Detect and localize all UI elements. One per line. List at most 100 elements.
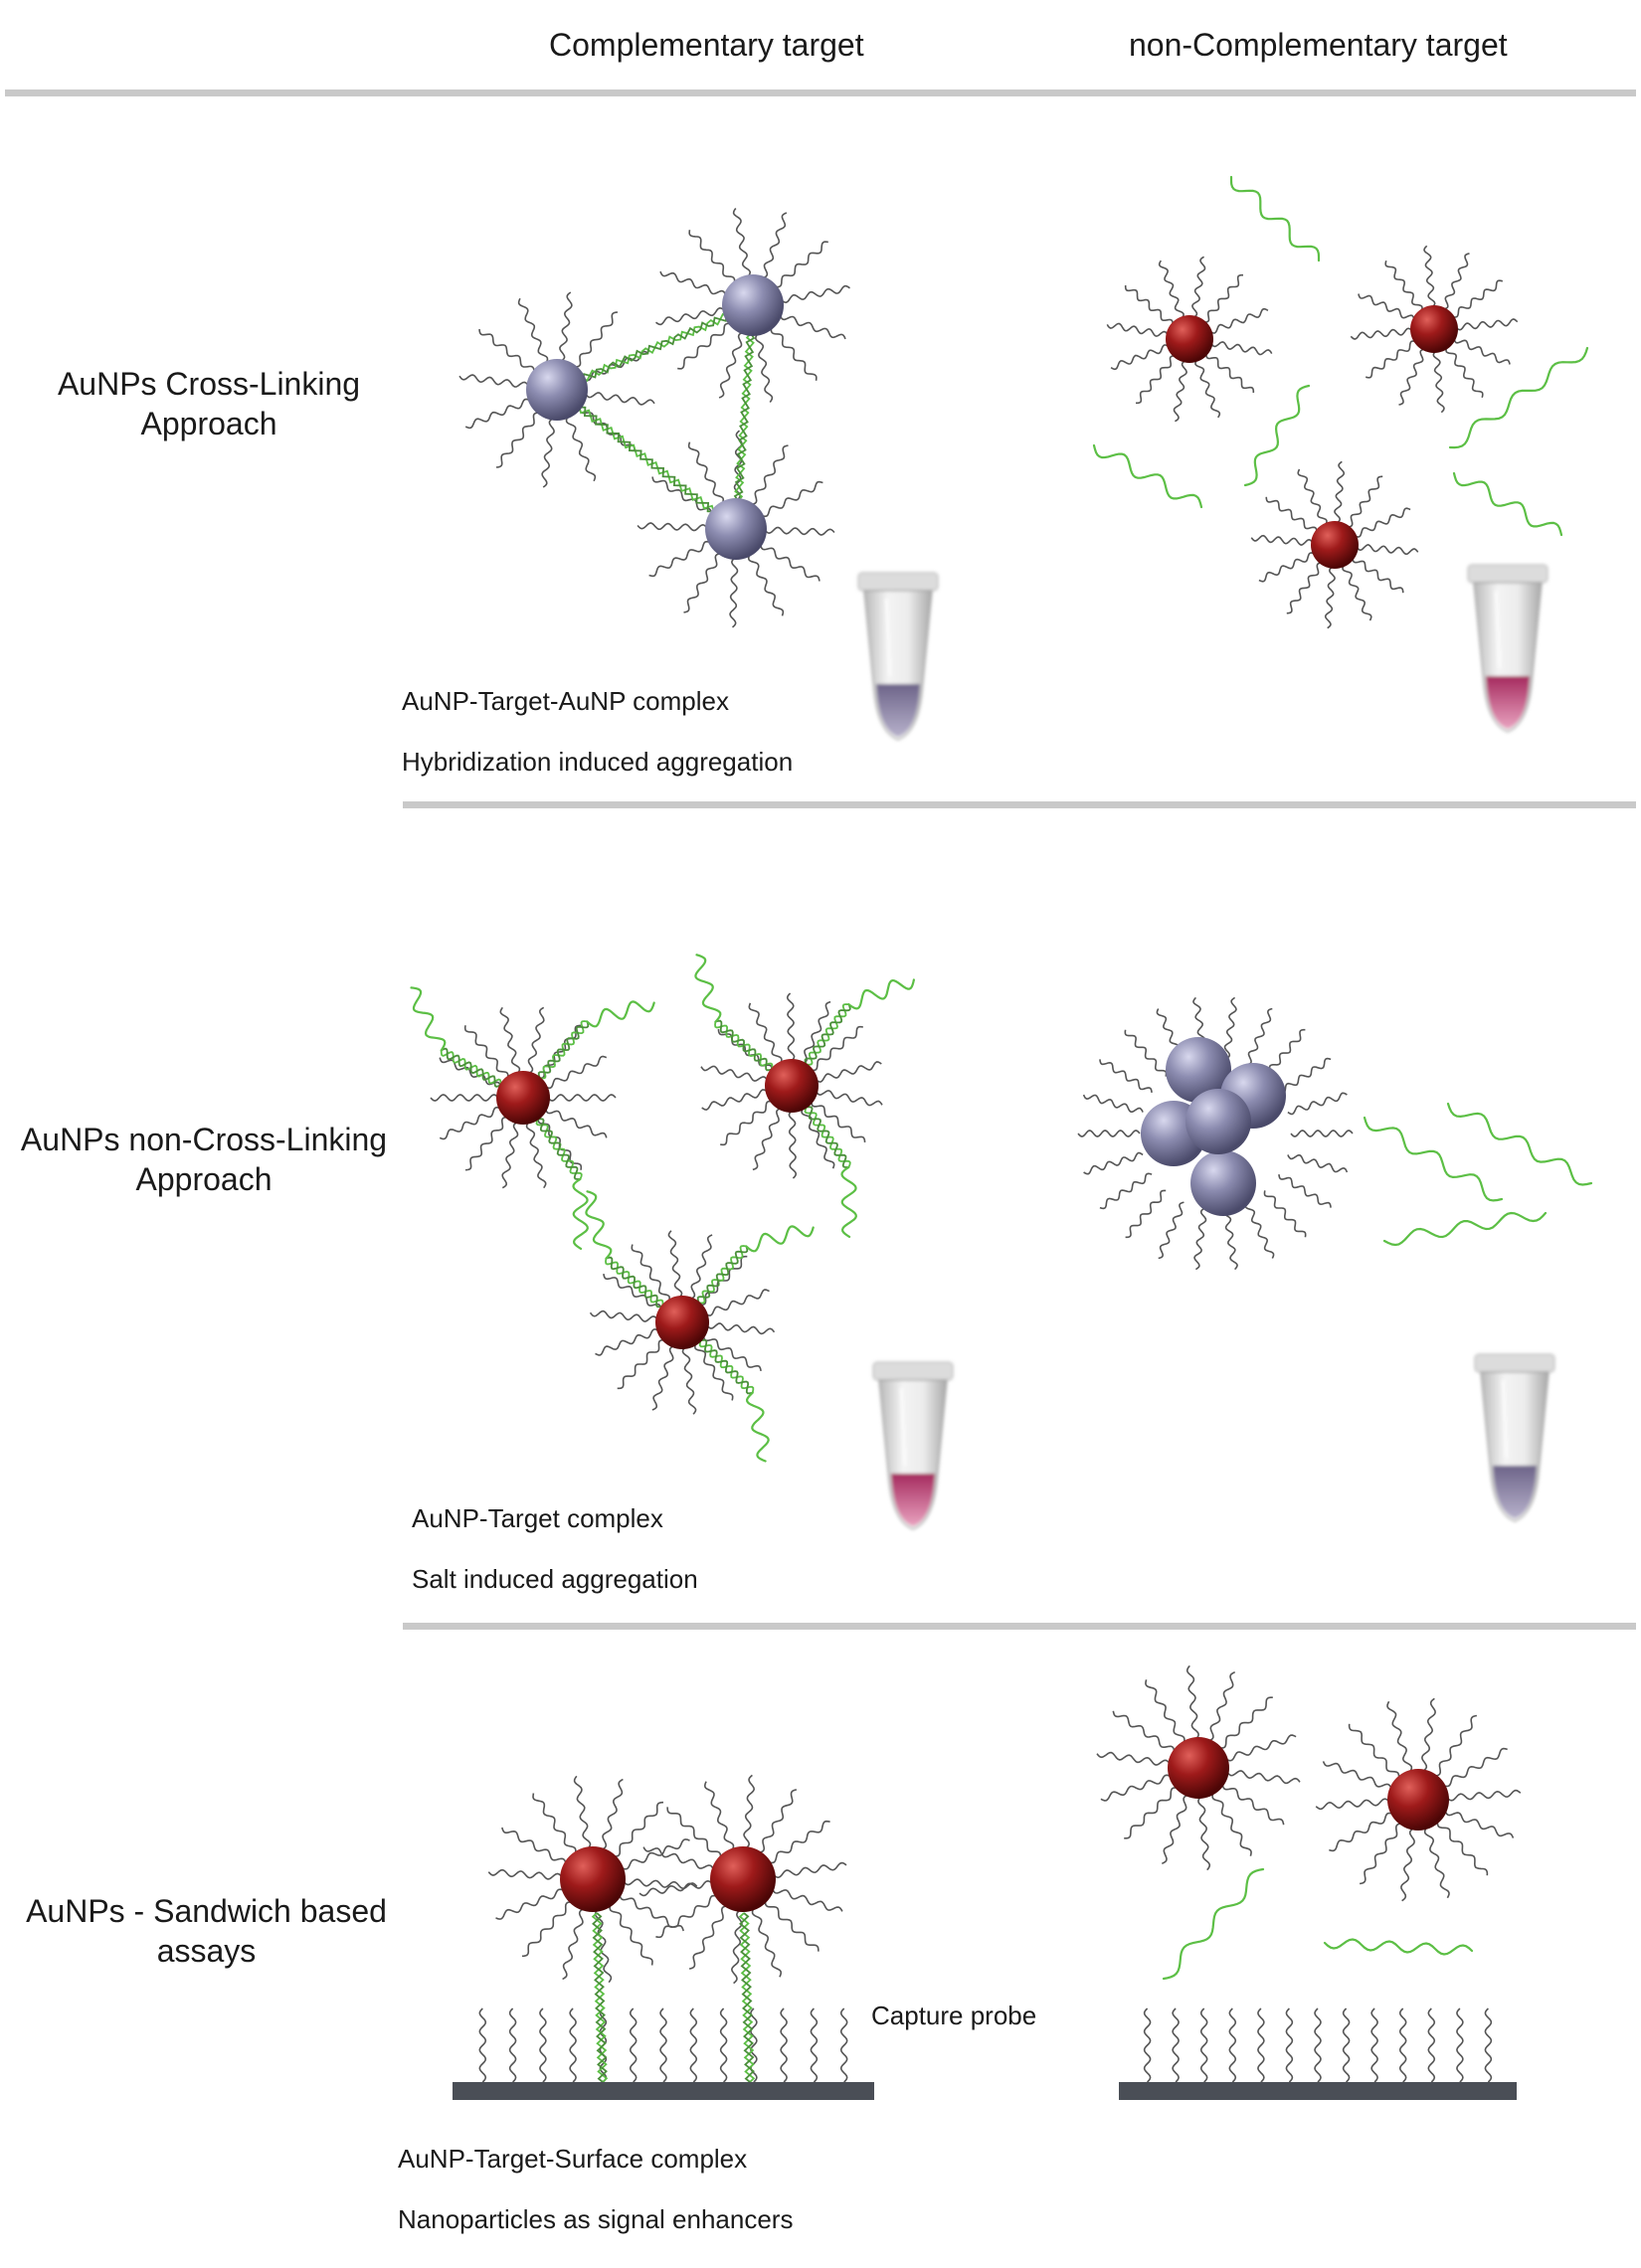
capture-probe-225 [1398,2007,1407,2083]
ligand-strand-191 [1246,1007,1273,1066]
target-strand-295 [1162,1867,1265,1981]
ligand-strand-241 [495,1888,565,1920]
capture-probe-label: Capture probe [871,2001,1037,2030]
hybridized-duplex-112 [804,1106,851,1168]
ligand-strand-263 [773,1861,847,1879]
ligand-strand-23 [770,327,818,381]
capture-probe-211 [719,2007,728,2083]
duplex-strand-b-126 [700,1338,753,1395]
ligand-strand-284 [1359,1823,1402,1885]
duplex-strand-b-118 [606,1256,663,1308]
ligand-strand-64 [1398,348,1425,406]
ligand-strand-259 [703,1781,735,1851]
target-strand-90 [1448,346,1589,449]
hybridized-duplex-6 [556,389,737,530]
ligand-strand-38 [729,557,739,628]
ligand-strand-248 [621,1838,690,1870]
ligand-strand-262 [768,1820,830,1864]
row2-caption-mechanism: Salt induced aggregation [412,1564,698,1594]
target-strand-115 [840,1165,857,1238]
ligand-strand-28 [659,270,727,296]
tube-highlight [1494,590,1502,669]
ligand-strand-255 [655,1894,718,1939]
row1-title-line2: Approach [140,406,277,441]
row2-caption-complex: AuNP-Target complex [412,1503,663,1533]
ligand-strand-194 [1287,1092,1348,1116]
hybridized-duplex-116 [605,1256,664,1308]
ligand-strand-159 [702,1334,762,1372]
ligand-strand-274 [1145,1679,1185,1744]
capture-probe-203 [478,2007,487,2083]
target-strand-200 [1363,1116,1504,1202]
tube-highlight [884,598,892,677]
ligand-strand-178 [1222,1207,1238,1271]
ligand-strand-236 [619,1894,684,1932]
row3-title: AuNPs - Sandwich based assays [0,1891,413,1971]
ligand-strand-135 [430,1094,499,1102]
particles-group [496,274,1458,1912]
ligand-strand-158 [706,1322,776,1335]
ligand-strand-70 [1443,253,1470,310]
target-strand-88 [1092,443,1203,509]
ligand-strand-35 [764,526,835,536]
ligand-strand-49 [1205,353,1255,393]
ligand-strand-246 [601,1778,624,1851]
ligand-strand-237 [609,1904,653,1966]
ligand-strand-244 [532,1793,577,1854]
ligand-strand-239 [562,1907,585,1981]
ligand-strand-140 [538,1024,582,1080]
capture-probe-206 [569,2007,577,2083]
duplex-strand-b-110 [804,1003,851,1066]
ligand-strand-30 [732,208,752,277]
ligand-strand-261 [758,1789,798,1854]
duplex-strand-b-5 [731,304,758,530]
ligand-strand-250 [771,1888,843,1912]
ligand-strand-285 [1329,1812,1393,1852]
ligand-strand-75 [1352,557,1404,594]
capture-probe-222 [1314,2007,1322,2083]
target-strand-87 [1229,175,1321,262]
ligand-strand-13 [495,412,540,468]
ligand-strand-83 [1334,460,1346,524]
ligand-strand-84 [1347,475,1383,528]
duplex-strand-b-106 [715,1019,773,1072]
ligand-strand-260 [743,1774,756,1849]
row2-title-line1: AuNPs non-Cross-Linking [20,1122,388,1157]
capture-probe-218 [1199,2007,1208,2083]
ligand-strand-164 [595,1328,659,1356]
ligand-strand-160 [693,1342,734,1401]
target-strand-99 [586,1000,655,1028]
ligand-strand-242 [487,1868,563,1880]
ligand-strand-181 [1125,1189,1167,1239]
ligand-strand-286 [1315,1798,1390,1811]
target-strand-89 [1243,384,1311,487]
tube-liquid [1493,1466,1537,1518]
target-strand-91 [1452,471,1563,537]
ligand-strand-41 [637,522,708,532]
ligand-strand-271 [1100,1774,1172,1802]
ligand-strand-144 [811,1101,866,1142]
capture-probe-220 [1257,2007,1265,2083]
ligand-strand-9 [585,392,655,406]
row1-divider [403,801,1636,808]
ligand-strand-180 [1158,1201,1185,1260]
ligand-strand-288 [1348,1723,1400,1779]
dispersed-gold-nanoparticle-264 [710,1846,776,1912]
dispersed-gold-nanoparticle-157 [765,1059,819,1113]
ligand-strand-281 [1436,1821,1489,1876]
ligand-strand-131 [525,1121,547,1189]
hybridized-duplex-0 [556,302,754,393]
row3-title-line1: AuNPs - Sandwich based [26,1893,387,1929]
dispersed-gold-nanoparticle-172 [655,1296,709,1349]
row3-title-line2: assays [156,1933,257,1969]
ligand-strand-272 [1096,1751,1171,1766]
ligand-strand-56 [1158,260,1185,319]
ligand-strand-29 [688,230,736,283]
ligand-strand-238 [594,1909,613,1984]
ligand-strand-266 [1221,1783,1285,1826]
tube-liquid [891,1474,935,1526]
ligand-strand-268 [1197,1796,1211,1871]
ligand-strand-12 [541,418,555,488]
hybridized-duplex-124 [698,1338,755,1395]
